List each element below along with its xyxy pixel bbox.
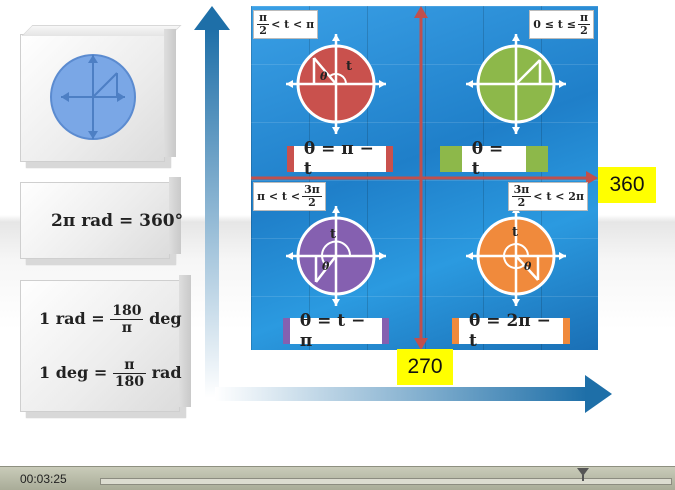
playhead-icon[interactable]: [576, 467, 590, 481]
timecode: 00:03:25: [20, 472, 67, 486]
quadrant-2-formula: θ = π − t: [287, 139, 393, 179]
quadrant-2-circle: θ t: [286, 34, 386, 134]
quadrant-panel: θ t θ t: [251, 6, 598, 350]
svg-text:t: t: [330, 227, 336, 242]
color-bar: [382, 318, 389, 344]
marker-360: 360: [598, 167, 656, 203]
svg-text:θ: θ: [320, 70, 328, 83]
svg-text:t: t: [346, 59, 352, 74]
svg-text:t: t: [512, 225, 518, 240]
svg-text:θ: θ: [322, 260, 330, 273]
unit-circle-cube: [20, 25, 182, 162]
quadrant-graphics: θ t θ t: [251, 6, 598, 350]
svg-text:θ: θ: [524, 260, 532, 273]
player-timeline: 00:03:25: [0, 466, 675, 490]
cube-side-face: [179, 275, 191, 407]
conversion-box: 2π rad = 360°: [20, 177, 183, 259]
cube-side-face: [164, 29, 176, 157]
color-bar: [440, 146, 462, 172]
color-bar: [283, 318, 290, 344]
color-bar: [452, 318, 460, 344]
quadrant-4-circle: θ t: [466, 206, 566, 306]
color-bar: [562, 318, 571, 344]
color-bar: [287, 146, 294, 172]
quadrant-4-formula: θ = 2π − t: [452, 311, 571, 350]
seek-bar[interactable]: [100, 478, 672, 485]
conversion-formula: 2π rad = 360°: [51, 211, 184, 231]
unit-circle-icon: [50, 54, 136, 140]
color-bar: [386, 146, 393, 172]
cube-side-face: [169, 177, 181, 254]
quadrant-1-formula: θ = t: [440, 139, 548, 179]
color-bar: [526, 146, 548, 172]
quadrant-3-circle: θ t: [286, 206, 386, 306]
quadrant-1-circle: [466, 34, 566, 134]
marker-270: 270: [397, 349, 453, 385]
quadrant-3-formula: θ = t − π: [283, 311, 389, 350]
